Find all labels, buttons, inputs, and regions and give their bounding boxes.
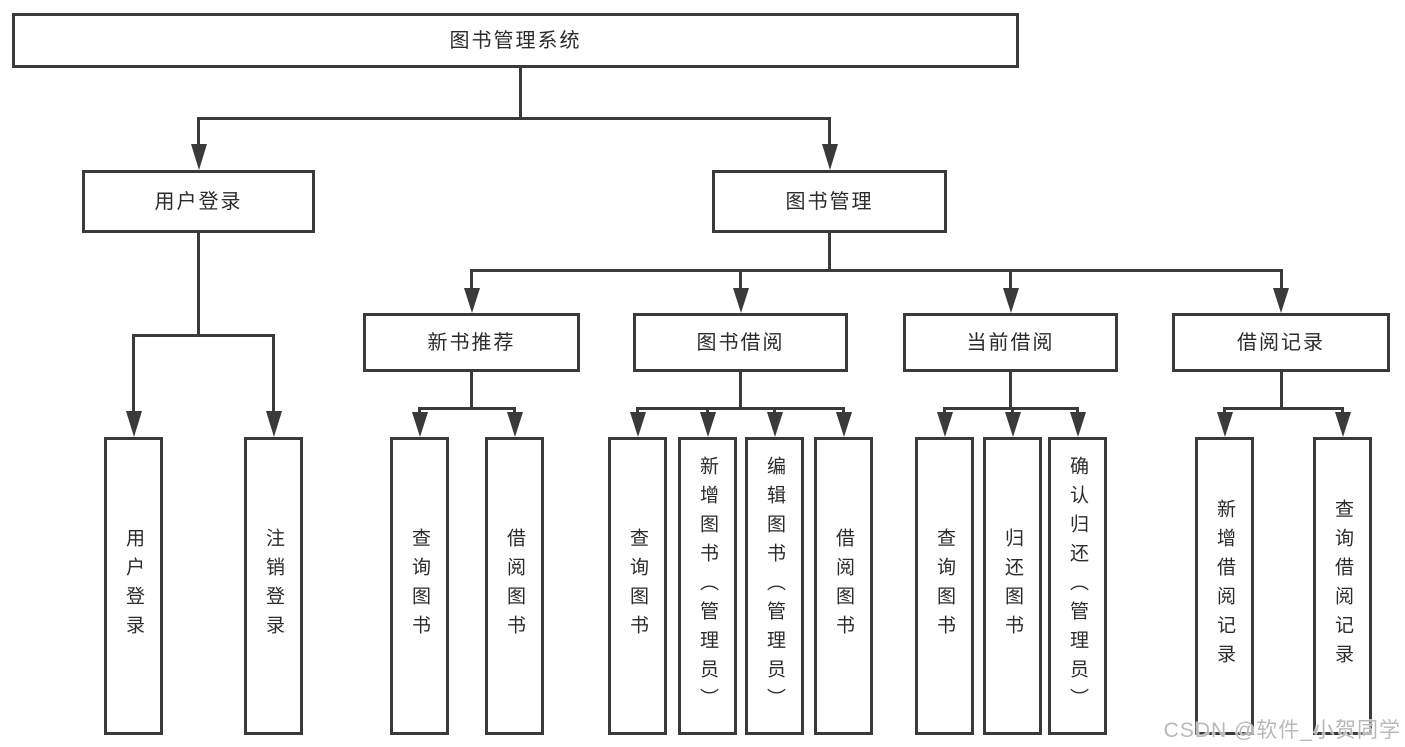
connector-line xyxy=(842,406,845,417)
watermark: CSDN @软件_小贺同学 xyxy=(1163,719,1401,742)
connector-line xyxy=(418,406,421,417)
arrowhead-down-icon xyxy=(125,411,142,437)
node-label: 借阅图书 xyxy=(504,528,525,644)
connector-line xyxy=(739,268,742,291)
node-confirm-return-admin: 确认归还（管理员） xyxy=(1048,437,1107,735)
node-book-mgmt: 图书管理 xyxy=(712,170,947,233)
node-label: 注销登录 xyxy=(263,528,284,644)
arrowhead-down-icon xyxy=(732,288,749,313)
arrowhead-down-icon xyxy=(411,412,428,437)
connector-line xyxy=(739,372,742,410)
arrowhead-down-icon xyxy=(821,144,838,170)
node-label: 编辑图书（管理员） xyxy=(764,455,785,717)
arrowhead-down-icon xyxy=(1069,412,1086,437)
arrowhead-down-icon xyxy=(190,144,207,170)
connector-line xyxy=(418,406,516,410)
connector-line xyxy=(518,68,522,119)
node-label: 新书推荐 xyxy=(427,331,516,354)
connector-line xyxy=(1279,268,1283,291)
connector-line xyxy=(1341,406,1344,417)
connector-line xyxy=(470,268,1283,272)
arrowhead-down-icon xyxy=(629,412,646,437)
node-new-book-rec: 新书推荐 xyxy=(363,313,580,372)
node-add-borrow-record: 新增借阅记录 xyxy=(1195,437,1254,735)
node-edit-book-admin: 编辑图书（管理员） xyxy=(745,437,804,735)
node-query-book-current: 查询图书 xyxy=(915,437,974,735)
node-current-borrow: 当前借阅 xyxy=(903,313,1118,372)
node-label: 查询借阅记录 xyxy=(1332,499,1353,673)
node-user-login: 用户登录 xyxy=(82,170,315,233)
node-add-book-admin: 新增图书（管理员） xyxy=(678,437,737,735)
connector-line xyxy=(272,333,275,414)
node-label: 新增图书（管理员） xyxy=(697,455,718,717)
node-label: 查询图书 xyxy=(934,528,955,644)
node-label: 借阅记录 xyxy=(1237,331,1325,354)
connector-line xyxy=(1223,406,1344,410)
node-book-borrow: 图书借阅 xyxy=(633,313,848,372)
connector-line xyxy=(943,406,946,417)
arrowhead-down-icon xyxy=(766,412,783,437)
connector-line xyxy=(1279,372,1283,410)
connector-line xyxy=(1009,372,1012,410)
node-label: 当前借阅 xyxy=(966,331,1055,354)
connector-line xyxy=(197,233,200,336)
node-label: 图书借阅 xyxy=(696,331,785,354)
node-label: 新增借阅记录 xyxy=(1214,499,1235,673)
node-label: 查询图书 xyxy=(409,528,430,644)
node-label: 查询图书 xyxy=(627,528,648,644)
connector-line xyxy=(513,406,516,417)
node-label: 图书管理系统 xyxy=(449,29,582,52)
node-borrow-records: 借阅记录 xyxy=(1172,313,1390,372)
connector-line xyxy=(773,406,776,417)
arrowhead-down-icon xyxy=(699,412,716,437)
connector-line xyxy=(828,233,831,272)
arrowhead-down-icon xyxy=(1004,412,1021,437)
connector-line xyxy=(706,406,709,417)
node-logout-leaf: 注销登录 xyxy=(244,437,303,735)
connector-line xyxy=(470,372,473,410)
arrowhead-down-icon xyxy=(936,412,953,437)
connector-line xyxy=(1011,406,1014,417)
arrowhead-down-icon xyxy=(1273,288,1289,313)
node-label: 图书管理 xyxy=(785,190,874,213)
connector-line xyxy=(132,333,275,337)
node-borrow-book-borrow: 借阅图书 xyxy=(814,437,873,735)
node-label: 归还图书 xyxy=(1002,528,1023,644)
node-return-book: 归还图书 xyxy=(983,437,1042,735)
connector-line xyxy=(1223,406,1226,417)
arrowhead-down-icon xyxy=(1002,288,1019,313)
arrowhead-down-icon xyxy=(265,411,282,437)
node-query-book-rec: 查询图书 xyxy=(390,437,449,735)
connector-line xyxy=(470,268,473,291)
arrowhead-down-icon xyxy=(1334,412,1351,437)
arrowhead-down-icon xyxy=(835,412,852,437)
arrowhead-down-icon xyxy=(506,412,523,437)
node-label: 用户登录 xyxy=(154,190,243,213)
node-label: 用户登录 xyxy=(123,528,144,644)
node-borrow-book-rec: 借阅图书 xyxy=(485,437,544,735)
connector-line xyxy=(636,406,845,410)
node-query-book-borrow: 查询图书 xyxy=(608,437,667,735)
node-query-borrow-record: 查询借阅记录 xyxy=(1313,437,1372,735)
connector-line xyxy=(132,333,135,414)
connector-line xyxy=(636,406,639,417)
connector-line xyxy=(197,116,200,147)
connector-line xyxy=(828,116,831,147)
arrowhead-down-icon xyxy=(1216,412,1233,437)
node-label: 确认归还（管理员） xyxy=(1067,455,1088,717)
connector-line xyxy=(197,116,831,120)
node-user-login-leaf: 用户登录 xyxy=(104,437,163,735)
node-label: 借阅图书 xyxy=(833,528,854,644)
node-root: 图书管理系统 xyxy=(12,13,1019,68)
connector-line xyxy=(1009,268,1012,291)
connector-line xyxy=(1076,406,1079,417)
arrowhead-down-icon xyxy=(463,288,480,313)
